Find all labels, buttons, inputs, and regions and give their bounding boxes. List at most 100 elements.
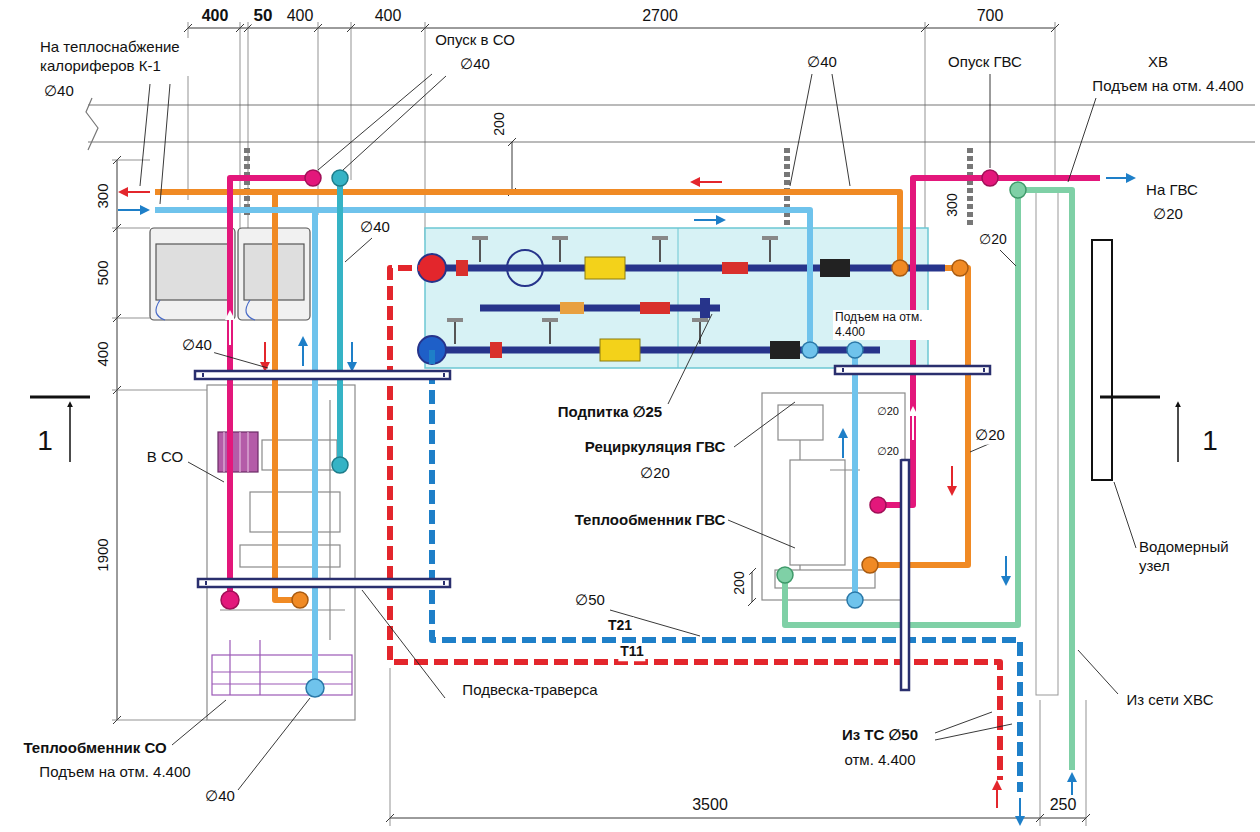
- distribution-manifold: [507, 250, 543, 286]
- callout-label: Подъем на отм. 4.400: [833, 310, 937, 340]
- supply-return-pipes: [852, 350, 858, 600]
- distribution-manifold: [585, 257, 625, 279]
- leader-lines: [734, 402, 795, 447]
- pipe-diameter: ∅40: [180, 336, 214, 355]
- callout-label: На ГВС: [1144, 181, 1200, 200]
- ceiling-wall: [86, 98, 98, 150]
- heat-exchanger-co-frame: [212, 640, 352, 695]
- pipe-diameter: ∅40: [805, 53, 839, 72]
- supply-return-pipes: [155, 178, 1100, 792]
- dimension: 400: [200, 6, 231, 26]
- dimension: 2700: [640, 6, 680, 26]
- pipe-risers: [221, 591, 239, 609]
- pipe-code: T11: [618, 643, 645, 661]
- dimension-lines: [390, 668, 1086, 826]
- callout-label: Из ТС ∅50: [840, 726, 920, 745]
- callout-label: На теплоснабжение калориферов К-1: [38, 38, 212, 76]
- dimension-lines: [113, 156, 121, 724]
- dimension-lines: [748, 568, 756, 606]
- flow-arrows: [1005, 556, 1007, 578]
- callout-label: Опуск ГВС: [946, 53, 1024, 72]
- dimension: 200: [731, 569, 749, 596]
- leader-lines: [935, 712, 1012, 740]
- leader-lines: [1078, 650, 1118, 694]
- leader-lines: [790, 74, 850, 186]
- supply-return-pipes: [155, 192, 900, 600]
- ceiling-wall: [88, 105, 1255, 142]
- distribution-manifold: [418, 228, 945, 368]
- flow-arrows: [229, 318, 231, 345]
- supply-return-pipes: [390, 268, 1000, 780]
- dimension: 300: [944, 191, 962, 218]
- pipe-risers: [870, 497, 886, 513]
- dimension: 400: [94, 339, 113, 368]
- dimension: 50: [252, 5, 275, 26]
- supply-return-pipes: [337, 178, 343, 465]
- distribution-manifold: [700, 298, 710, 318]
- pipe-diameter: ∅50: [573, 591, 607, 610]
- distribution-manifold: [455, 240, 770, 344]
- flow-arrows: [951, 466, 953, 488]
- calorifer-units: [156, 244, 228, 300]
- water-meter-unit: [1092, 240, 1112, 480]
- pipe-diameter: ∅20: [973, 426, 1007, 445]
- supply-return-pipes: [230, 178, 313, 600]
- heat-exchanger-co-frame: [250, 492, 340, 532]
- dimension: 400: [373, 6, 404, 26]
- distribution-manifold: [600, 339, 640, 361]
- pipe-risers: [862, 557, 878, 573]
- leader-lines: [212, 352, 268, 368]
- distribution-manifold: [456, 260, 468, 276]
- supply-return-pipes: [785, 190, 1072, 770]
- flow-arrows: [302, 344, 304, 366]
- pipe-diameter: ∅40: [42, 82, 76, 101]
- pipe-code: T21: [606, 617, 634, 635]
- pipe-risers: [802, 342, 818, 358]
- dimension: 300: [94, 181, 113, 210]
- heat-exchanger-gvs-frame: [778, 405, 823, 440]
- flow-arrows: [698, 181, 722, 183]
- dimension: 400: [285, 6, 316, 26]
- leader-lines: [238, 698, 310, 790]
- flow-arrows: [1106, 177, 1128, 179]
- pipe-diameter: ∅40: [358, 218, 392, 237]
- callout-label: Подпитка ∅25: [556, 403, 664, 422]
- heat-exchanger-gvs-frame: [762, 393, 905, 600]
- pipe-diameter: ∅20: [875, 445, 901, 459]
- supply-return-pipes: [878, 178, 1100, 505]
- pipe-risers: [332, 170, 348, 186]
- section-marks: [30, 396, 1160, 399]
- flow-arrows: [351, 342, 353, 364]
- callout-label: Подъем на отм. 4.400: [1090, 77, 1245, 96]
- suspension-traverses: [202, 370, 985, 583]
- heat-exchanger-gvs-frame: [800, 440, 860, 570]
- pipe-risers: [1010, 182, 1026, 198]
- callout-label: Теплообменник СО: [21, 739, 168, 758]
- callout-label: отм. 4.400: [842, 751, 917, 770]
- callout-label: Водомерный узел: [1137, 538, 1256, 576]
- pipe-risers: [982, 170, 998, 186]
- water-meter-unit: [1036, 190, 1058, 695]
- dimension: 200: [491, 110, 509, 137]
- pipe-diameter: ∅20: [977, 231, 1009, 249]
- flow-arrows: [126, 191, 150, 193]
- dimension: 500: [94, 258, 113, 287]
- flow-arrows: [912, 414, 914, 440]
- supply-return-pipes: [155, 210, 810, 688]
- pipe-risers: [952, 260, 968, 276]
- supply-return-pipes: [432, 350, 1020, 792]
- callout-label: Из сети ХВС: [1125, 691, 1216, 710]
- suspension-traverses: [195, 371, 450, 379]
- leader-lines: [362, 590, 445, 698]
- suspension-traverses: [198, 579, 450, 587]
- flow-arrows: [1019, 798, 1021, 818]
- leader-lines: [172, 700, 226, 745]
- callout-label: Опуск в СО: [433, 31, 517, 50]
- section-marks: [1177, 406, 1179, 462]
- distribution-manifold: [640, 302, 670, 314]
- leader-lines: [1000, 250, 1016, 266]
- pipe-risers: [221, 170, 1026, 697]
- heat-exchanger-co-frame: [212, 655, 352, 695]
- callout-label: Подъем на отм. 4.400: [37, 763, 192, 782]
